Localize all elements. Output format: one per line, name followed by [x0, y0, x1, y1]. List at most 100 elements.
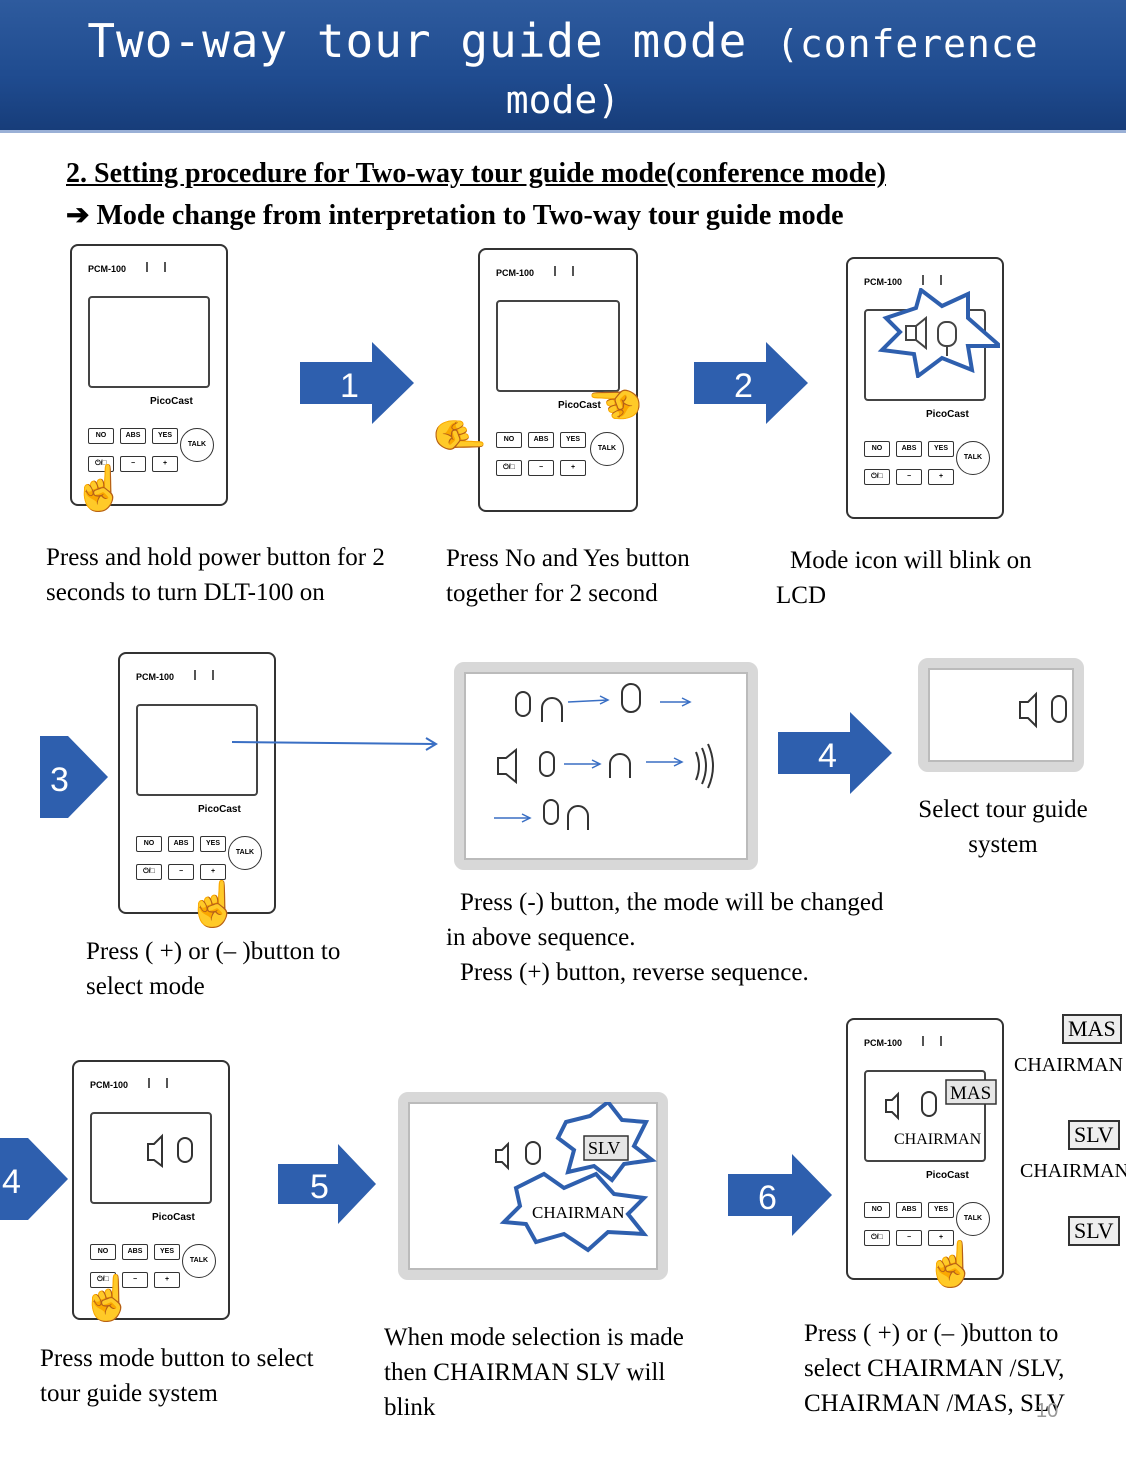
signal-bars-icon	[146, 262, 166, 272]
caption-chairman-select: Press ( +) or (– )button to select CHAIR…	[804, 1320, 1065, 1417]
step-number: 5	[310, 1168, 329, 1206]
plus-key[interactable]: +	[928, 1230, 954, 1246]
abs-key[interactable]: ABS	[896, 441, 922, 457]
section-heading: 2. Setting procedure for Two-way tour gu…	[66, 158, 886, 189]
speaker-mic-icon	[1019, 691, 1067, 729]
device-model-label: PCM-100	[136, 672, 175, 682]
no-key[interactable]: NO	[90, 1244, 116, 1260]
talk-key[interactable]: TALK	[182, 1244, 216, 1278]
banner-title-line2: mode)	[505, 78, 621, 122]
device-keypad: NO ABS YES ⏻/□−+	[864, 1198, 960, 1254]
pointing-hand-icon: ☝	[80, 1274, 135, 1323]
power-key[interactable]: ⏻/□	[496, 460, 522, 476]
page-number: 10	[1036, 1400, 1059, 1422]
device-model-label: PCM-100	[496, 268, 535, 278]
talk-key[interactable]: TALK	[590, 432, 624, 466]
no-key[interactable]: NO	[864, 441, 890, 457]
device-model-label: PCM-100	[864, 1038, 903, 1048]
chairman-text: CHAIRMAN	[1020, 1160, 1126, 1182]
plus-key[interactable]: +	[154, 1272, 180, 1288]
yes-key[interactable]: YES	[152, 428, 178, 444]
caption-mode-button: Press mode button to select tour guide s…	[40, 1345, 314, 1407]
step-arrow-5: 5	[278, 1144, 376, 1224]
slv-badge: SLV	[1068, 1216, 1120, 1246]
pointing-hand-icon: ☝	[434, 408, 484, 464]
device-lcd: MAS CHAIRMAN	[864, 1070, 997, 1162]
step-number: 4	[2, 1163, 21, 1201]
chairman-slv-lcd: SLV CHAIRMAN	[398, 1092, 668, 1280]
banner-title-paren: (conference	[776, 22, 1039, 66]
step-arrow-2: 2	[694, 342, 808, 424]
minus-key[interactable]: −	[122, 1272, 148, 1288]
yes-key[interactable]: YES	[560, 432, 586, 448]
step-number: 6	[758, 1179, 777, 1217]
yes-key[interactable]: YES	[154, 1244, 180, 1260]
no-key[interactable]: NO	[136, 836, 162, 852]
caption-power-on: Press and hold power button for 2 second…	[46, 544, 385, 606]
minus-key[interactable]: −	[120, 456, 146, 472]
chairman-mas-display: MAS CHAIRMAN	[885, 1079, 997, 1148]
device-brand: PicoCast	[198, 804, 241, 815]
power-key[interactable]: ⏻/□	[864, 469, 890, 485]
plus-key[interactable]: +	[928, 469, 954, 485]
pointing-hand-icon: ☝	[591, 376, 641, 432]
step-arrow-4b: 4	[0, 1138, 68, 1220]
device-brand: PicoCast	[152, 1212, 195, 1223]
minus-key[interactable]: −	[896, 1230, 922, 1246]
talk-key[interactable]: TALK	[228, 836, 262, 870]
section-subheading: ➔ Mode change from interpretation to Two…	[66, 200, 844, 231]
plus-key[interactable]: +	[152, 456, 178, 472]
device-keypad: NO ABS YES ⏻/□−+	[136, 832, 232, 888]
device-keypad: NO ABS YES ⏻/□−+	[864, 437, 960, 493]
abs-key[interactable]: ABS	[120, 428, 146, 444]
device-brand: PicoCast	[150, 396, 193, 407]
speaker-mic-icon	[147, 1133, 193, 1168]
abs-key[interactable]: ABS	[168, 836, 194, 852]
abs-key[interactable]: ABS	[528, 432, 554, 448]
device-lcd	[136, 704, 258, 796]
connector-line	[232, 737, 438, 751]
device-brand: PicoCast	[926, 1170, 969, 1181]
step-arrow-1: 1	[300, 342, 414, 424]
mas-label: MAS	[950, 1083, 991, 1104]
yes-key[interactable]: YES	[200, 836, 226, 852]
power-key[interactable]: ⏻/□	[136, 864, 162, 880]
power-key[interactable]: ⏻/□	[88, 456, 114, 472]
plus-key[interactable]: +	[560, 460, 586, 476]
mode-sequence-lcd	[454, 662, 758, 870]
plus-key[interactable]: +	[200, 864, 226, 880]
step-arrow-3: 3	[40, 736, 108, 818]
signal-bars-icon	[922, 275, 942, 285]
device-lcd	[496, 300, 620, 392]
minus-key[interactable]: −	[168, 864, 194, 880]
device-model-label: PCM-100	[90, 1080, 129, 1090]
power-key[interactable]: ⏻/□	[90, 1272, 116, 1288]
no-key[interactable]: NO	[864, 1202, 890, 1218]
no-key[interactable]: NO	[88, 428, 114, 444]
slv-label: SLV	[588, 1138, 620, 1158]
device-tour-guide: PCM-100 PicoCast NO ABS YES ⏻/□−+ TALK	[72, 1060, 230, 1320]
device-keypad: NO ABS YES ⏻/□−+	[88, 424, 184, 480]
no-key[interactable]: NO	[496, 432, 522, 448]
tour-guide-lcd	[918, 658, 1084, 772]
abs-key[interactable]: ABS	[122, 1244, 148, 1260]
device-brand: PicoCast	[558, 400, 601, 411]
pointing-hand-icon: ☝	[72, 464, 127, 513]
minus-key[interactable]: −	[896, 469, 922, 485]
power-key[interactable]: ⏻/□	[864, 1230, 890, 1246]
talk-key[interactable]: TALK	[956, 1202, 990, 1236]
talk-key[interactable]: TALK	[956, 441, 990, 475]
caption-plus-sequence: Press (+) button, reverse sequence.	[460, 959, 809, 986]
minus-key[interactable]: −	[528, 460, 554, 476]
caption-minus-sequence: Press (-) button, the mode will be chang…	[446, 889, 884, 951]
device-keypad: NO ABS YES ⏻/□−+	[496, 428, 592, 484]
yes-key[interactable]: YES	[928, 441, 954, 457]
pointing-hand-icon: ☝	[924, 1240, 979, 1289]
signal-bars-icon	[194, 670, 214, 680]
step-number: 3	[50, 761, 69, 799]
chairman-text: CHAIRMAN	[1014, 1054, 1123, 1076]
yes-key[interactable]: YES	[928, 1202, 954, 1218]
talk-key[interactable]: TALK	[180, 428, 214, 462]
abs-key[interactable]: ABS	[896, 1202, 922, 1218]
